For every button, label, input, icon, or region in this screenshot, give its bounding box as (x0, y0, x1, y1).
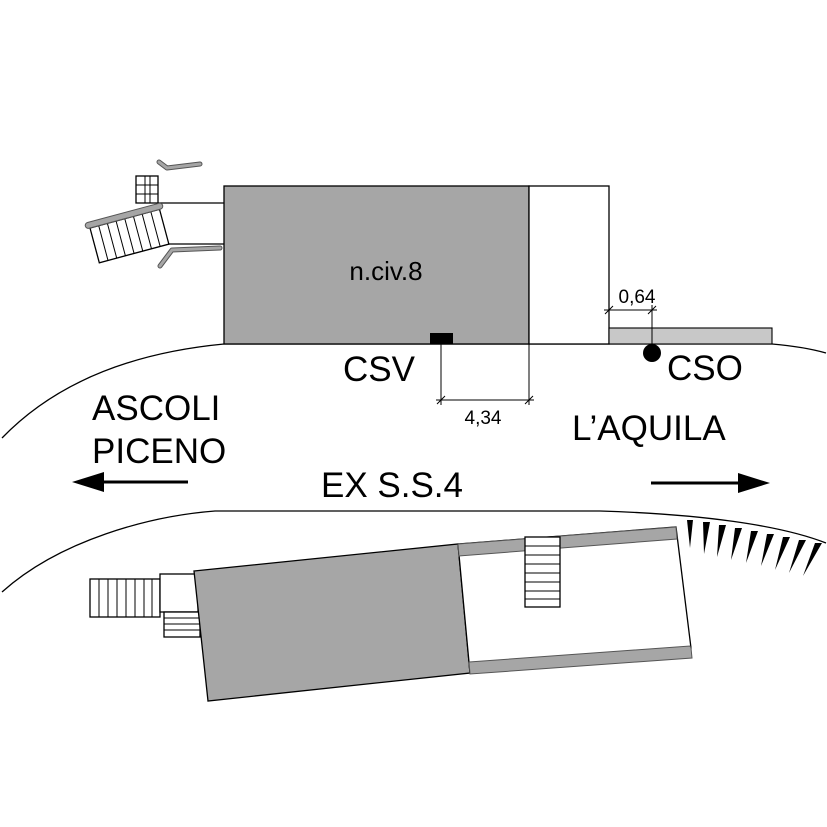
upper-stair-rotated (84, 202, 170, 264)
cso-label: CSO (667, 349, 743, 388)
lower-building (89, 526, 693, 702)
upper-building: n.civ.8 (84, 159, 773, 345)
upper-building-body (223, 185, 530, 345)
csv-dimension (436, 344, 534, 405)
sidewalk-strip (608, 327, 773, 345)
lower-stair-left (89, 578, 161, 618)
upper-building-annex (528, 185, 610, 345)
embankment-hatching (687, 520, 822, 576)
road-name-label: EX S.S.4 (321, 466, 463, 505)
lower-stair-landing (159, 573, 199, 613)
circle-marker-icon (643, 344, 661, 362)
lower-annex-rail-bottom (468, 645, 693, 675)
right-destination-label: L’AQUILA (572, 409, 726, 448)
road-upper-edge (1, 343, 827, 439)
house-number-label: n.civ.8 (349, 256, 422, 286)
road-lower-edge (1, 510, 827, 593)
left-destination-line-2: PICENO (92, 432, 226, 471)
lower-stair-middle (524, 536, 561, 608)
lower-building-body (193, 543, 471, 702)
cso-dimension-label: 0,64 (619, 287, 656, 308)
square-marker-icon (430, 333, 453, 344)
csv-dimension-label: 4,34 (465, 408, 502, 429)
upper-stair-top (135, 175, 159, 204)
arrow-right-icon (651, 473, 770, 493)
csv-label: CSV (343, 350, 416, 389)
left-destination-line-1: ASCOLI (92, 389, 220, 428)
lower-annex-rail-top (457, 526, 678, 557)
cso-dimension (604, 305, 657, 346)
arrow-left-icon (72, 472, 188, 492)
